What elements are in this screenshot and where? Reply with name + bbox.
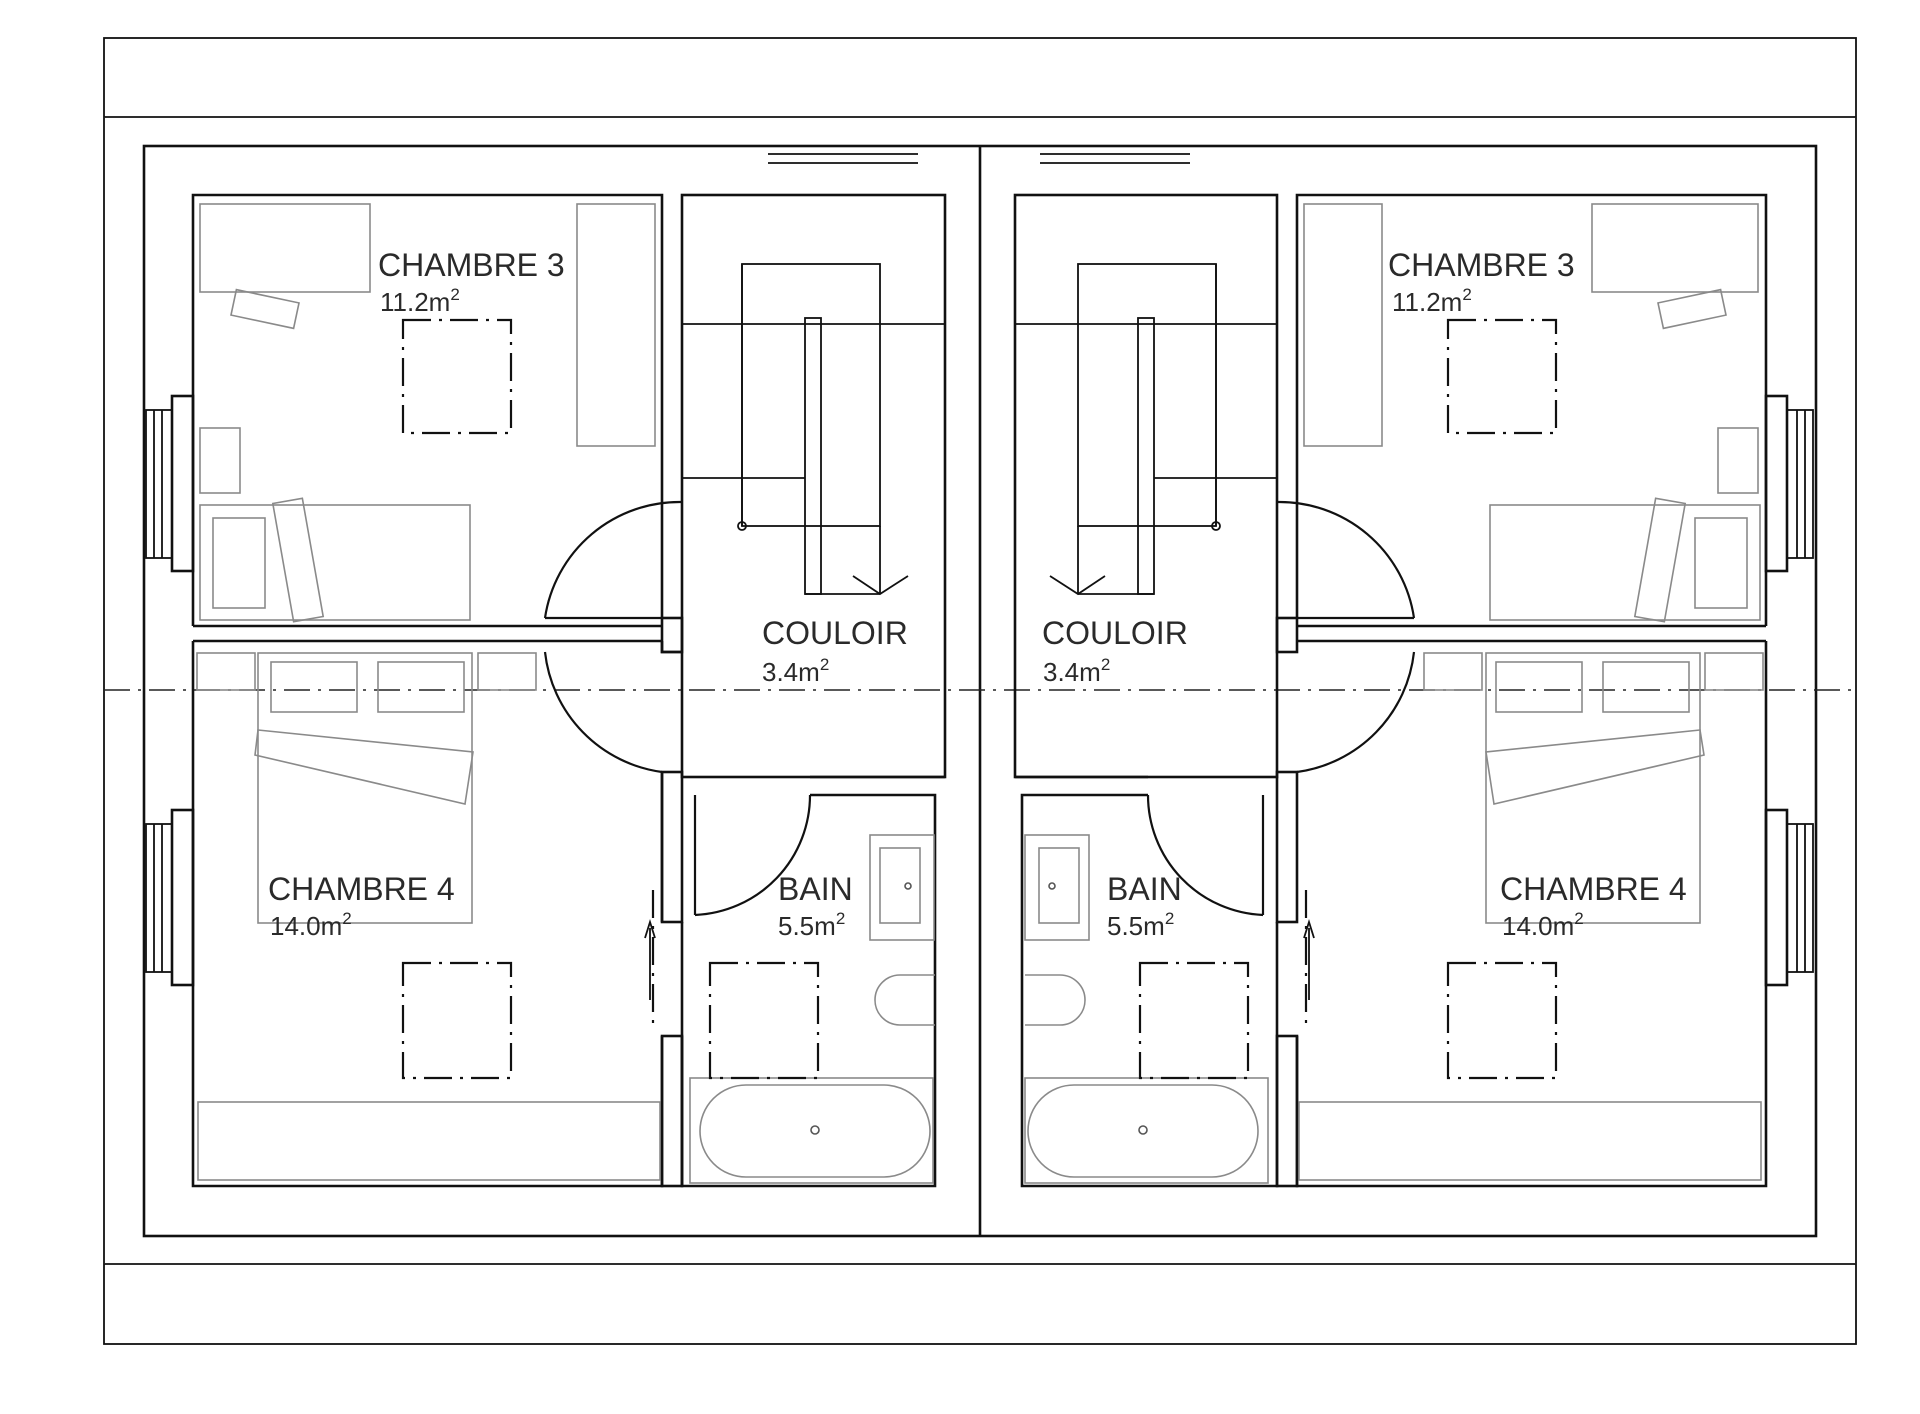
room-area-chambre4-right: 14.0m2 xyxy=(1502,909,1584,941)
room-area-chambre3-left: 11.2m2 xyxy=(380,285,460,317)
door-right-chambre3 xyxy=(1276,500,1416,620)
room-area-couloir-right: 3.4m2 xyxy=(1043,655,1110,687)
window-right-chambre3 xyxy=(1764,394,1814,573)
door-left-chambre3 xyxy=(543,500,683,620)
roof-window-chambre4-left xyxy=(401,961,513,1080)
bain-left-furniture xyxy=(689,834,935,1184)
window-right-chambre4 xyxy=(1764,808,1814,987)
door-left-chambre4-sliding xyxy=(644,890,656,1028)
roof-window-bain-right xyxy=(1138,961,1250,1080)
room-label-bain-right: BAIN xyxy=(1107,871,1182,907)
door-right-bain xyxy=(1146,794,1265,917)
room-label-couloir-right: COULOIR xyxy=(1042,615,1188,651)
roof-window-chambre4-right xyxy=(1446,961,1558,1080)
chambre3-right-furniture xyxy=(1303,203,1761,623)
room-label-couloir-left: COULOIR xyxy=(762,615,908,651)
room-label-chambre3-left: CHAMBRE 3 xyxy=(378,247,565,283)
room-area-couloir-left: 3.4m2 xyxy=(762,655,829,687)
door-right-chambre4 xyxy=(1296,651,1416,774)
door-left-chambre4 xyxy=(543,651,663,774)
roof-window-chambre3-right xyxy=(1446,318,1558,435)
door-left-bain xyxy=(693,794,812,917)
roof-window-chambre3-left xyxy=(401,318,513,435)
roof-edge-dashed xyxy=(103,117,1857,1264)
chambre4-right-furniture xyxy=(1298,652,1764,1181)
room-label-chambre4-right: CHAMBRE 4 xyxy=(1500,871,1687,907)
chambre4-left-furniture xyxy=(196,652,661,1181)
room-label-chambre3-right: CHAMBRE 3 xyxy=(1388,247,1575,283)
roof-window-bain-left xyxy=(708,961,820,1080)
chambre3-left-furniture xyxy=(199,203,656,623)
roof-window-left xyxy=(768,153,918,164)
window-left-chambre4 xyxy=(145,808,195,987)
window-left-chambre3 xyxy=(145,394,195,573)
room-label-chambre4-left: CHAMBRE 4 xyxy=(268,871,455,907)
stair-right xyxy=(1015,263,1277,596)
door-right-chambre4-sliding xyxy=(1303,890,1315,1028)
room-label-bain-left: BAIN xyxy=(778,871,853,907)
bain-right-furniture xyxy=(1024,834,1269,1184)
room-area-chambre4-left: 14.0m2 xyxy=(270,909,352,941)
room-area-bain-left: 5.5m2 xyxy=(778,909,845,941)
roof-window-right xyxy=(1040,153,1190,164)
room-area-chambre3-right: 11.2m2 xyxy=(1392,285,1472,317)
room-area-bain-right: 5.5m2 xyxy=(1107,909,1174,941)
exterior-walls xyxy=(142,144,1818,1238)
stair-left xyxy=(682,263,945,596)
